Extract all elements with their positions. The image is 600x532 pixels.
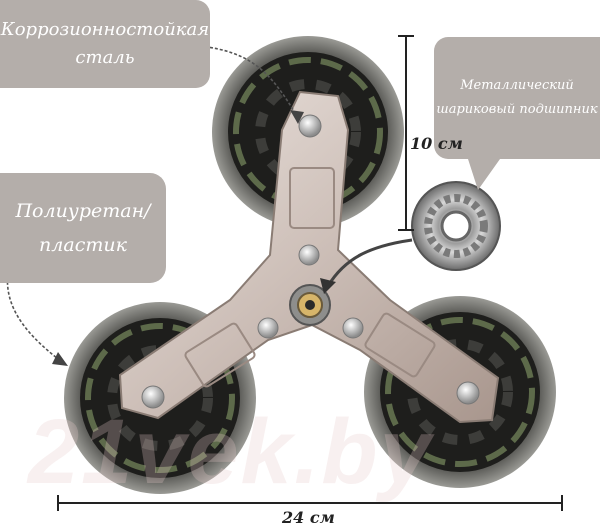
- steel-pointer-line: [199, 45, 299, 119]
- bolt: [342, 317, 364, 339]
- bolt: [257, 317, 279, 339]
- bolt: [456, 381, 480, 405]
- polyurethane-callout: Полиуретан/ пластик: [0, 173, 166, 283]
- height-dimension-line: [398, 35, 414, 231]
- bearing-callout-line1: Металлический: [460, 78, 574, 93]
- arrowhead: [52, 352, 68, 366]
- center-hub: [289, 284, 331, 326]
- steel-callout-line1: Коррозионностойкая: [0, 19, 210, 40]
- bearing-callout: Металлический шариковый подшипник: [434, 37, 600, 159]
- bearing-callout-line2: шариковый подшипник: [436, 102, 598, 117]
- pu-callout-line1: Полиуретан/: [15, 200, 151, 222]
- bolt: [298, 244, 320, 266]
- pu-callout-line2: пластик: [39, 234, 127, 256]
- steel-callout-line2: сталь: [75, 47, 135, 68]
- height-dimension-label: 10 см: [410, 134, 463, 153]
- bolt: [298, 114, 322, 138]
- bearing-pointer-line: [326, 238, 413, 287]
- frame-bolts: [141, 114, 480, 409]
- steel-callout: Коррозионностойкая сталь: [0, 0, 210, 88]
- watermark-logo: 21vek.by: [28, 401, 433, 503]
- arrowhead: [290, 110, 304, 124]
- callout-tail: [468, 159, 500, 190]
- arrowhead: [320, 278, 336, 294]
- bolt: [141, 385, 165, 409]
- width-dimension-label: 24 см: [282, 508, 335, 527]
- ball-bearing: [411, 181, 501, 271]
- width-dimension-line: [57, 495, 563, 511]
